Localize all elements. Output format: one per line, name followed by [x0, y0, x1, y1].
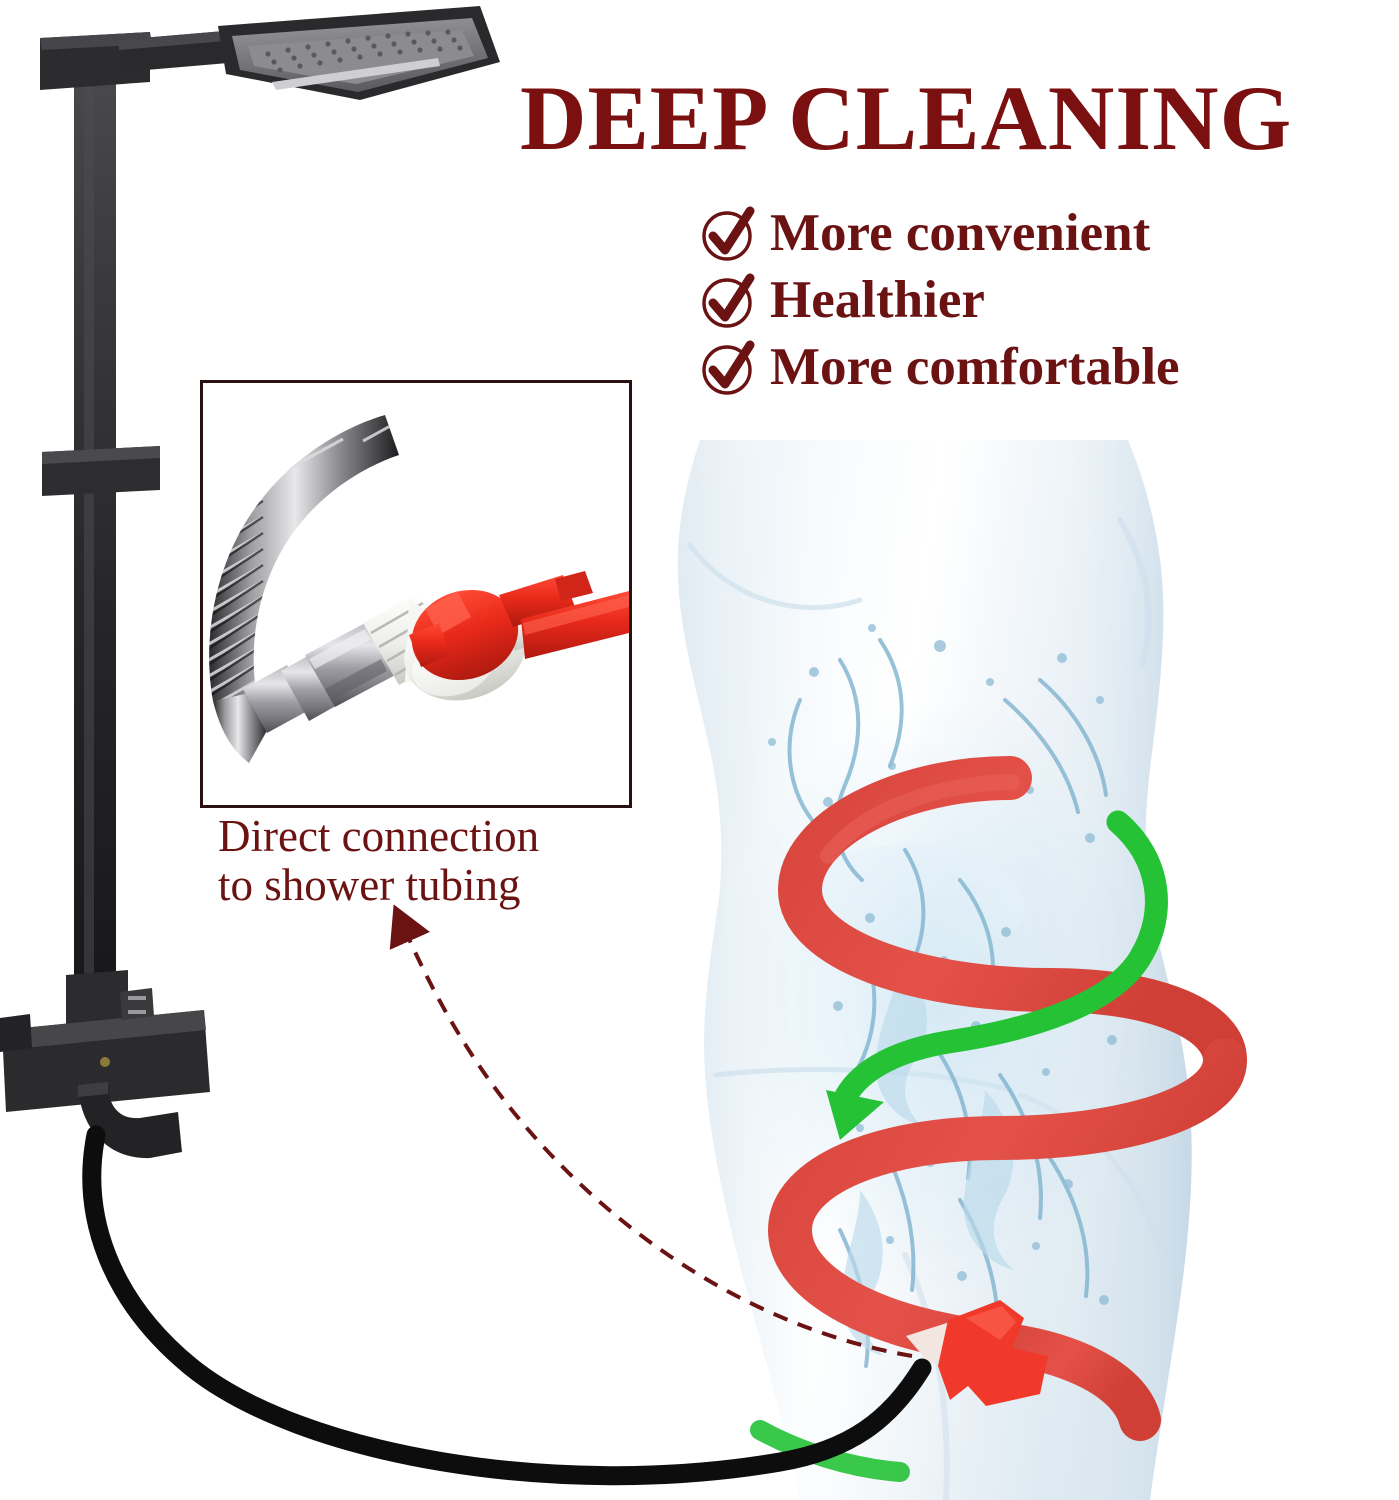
- shower-head-graphic: [218, 6, 500, 100]
- mixer-valve-graphic: [0, 970, 210, 1159]
- red-nozzle-graphic: [906, 1300, 1048, 1406]
- inset-caption: Direct connection to shower tubing: [218, 812, 648, 909]
- green-flow-arrow: [750, 810, 1168, 1482]
- caption-line-1: Direct connection: [218, 811, 540, 861]
- list-item: More comfortable: [700, 334, 1360, 401]
- red-valve-handle-graphic: [409, 571, 593, 681]
- dashed-pointer-arrow: [389, 904, 913, 1358]
- benefits-list: More convenient Healthier More comfortab…: [700, 200, 1360, 401]
- caption-line-2: to shower tubing: [218, 859, 521, 910]
- body-silhouette: [677, 440, 1192, 1500]
- shower-hose-graphic: [82, 1125, 932, 1486]
- red-tubing-graphic: [521, 591, 629, 659]
- inset-photo-frame: [200, 380, 632, 808]
- slider-bracket-graphic: [42, 446, 160, 496]
- list-item: More convenient: [700, 200, 1360, 267]
- list-item-label: Healthier: [770, 271, 985, 329]
- check-circle-icon: [700, 339, 758, 397]
- page-title: DEEP CLEANING: [520, 67, 1293, 169]
- check-circle-icon: [700, 205, 758, 263]
- list-item: Healthier: [700, 267, 1360, 334]
- list-item-label: More convenient: [770, 204, 1151, 262]
- check-circle-icon: [700, 272, 758, 330]
- water-splash-graphic: [725, 624, 1145, 1368]
- list-item-label: More comfortable: [770, 338, 1180, 396]
- red-spiral-flow-arrow: [767, 756, 1247, 1441]
